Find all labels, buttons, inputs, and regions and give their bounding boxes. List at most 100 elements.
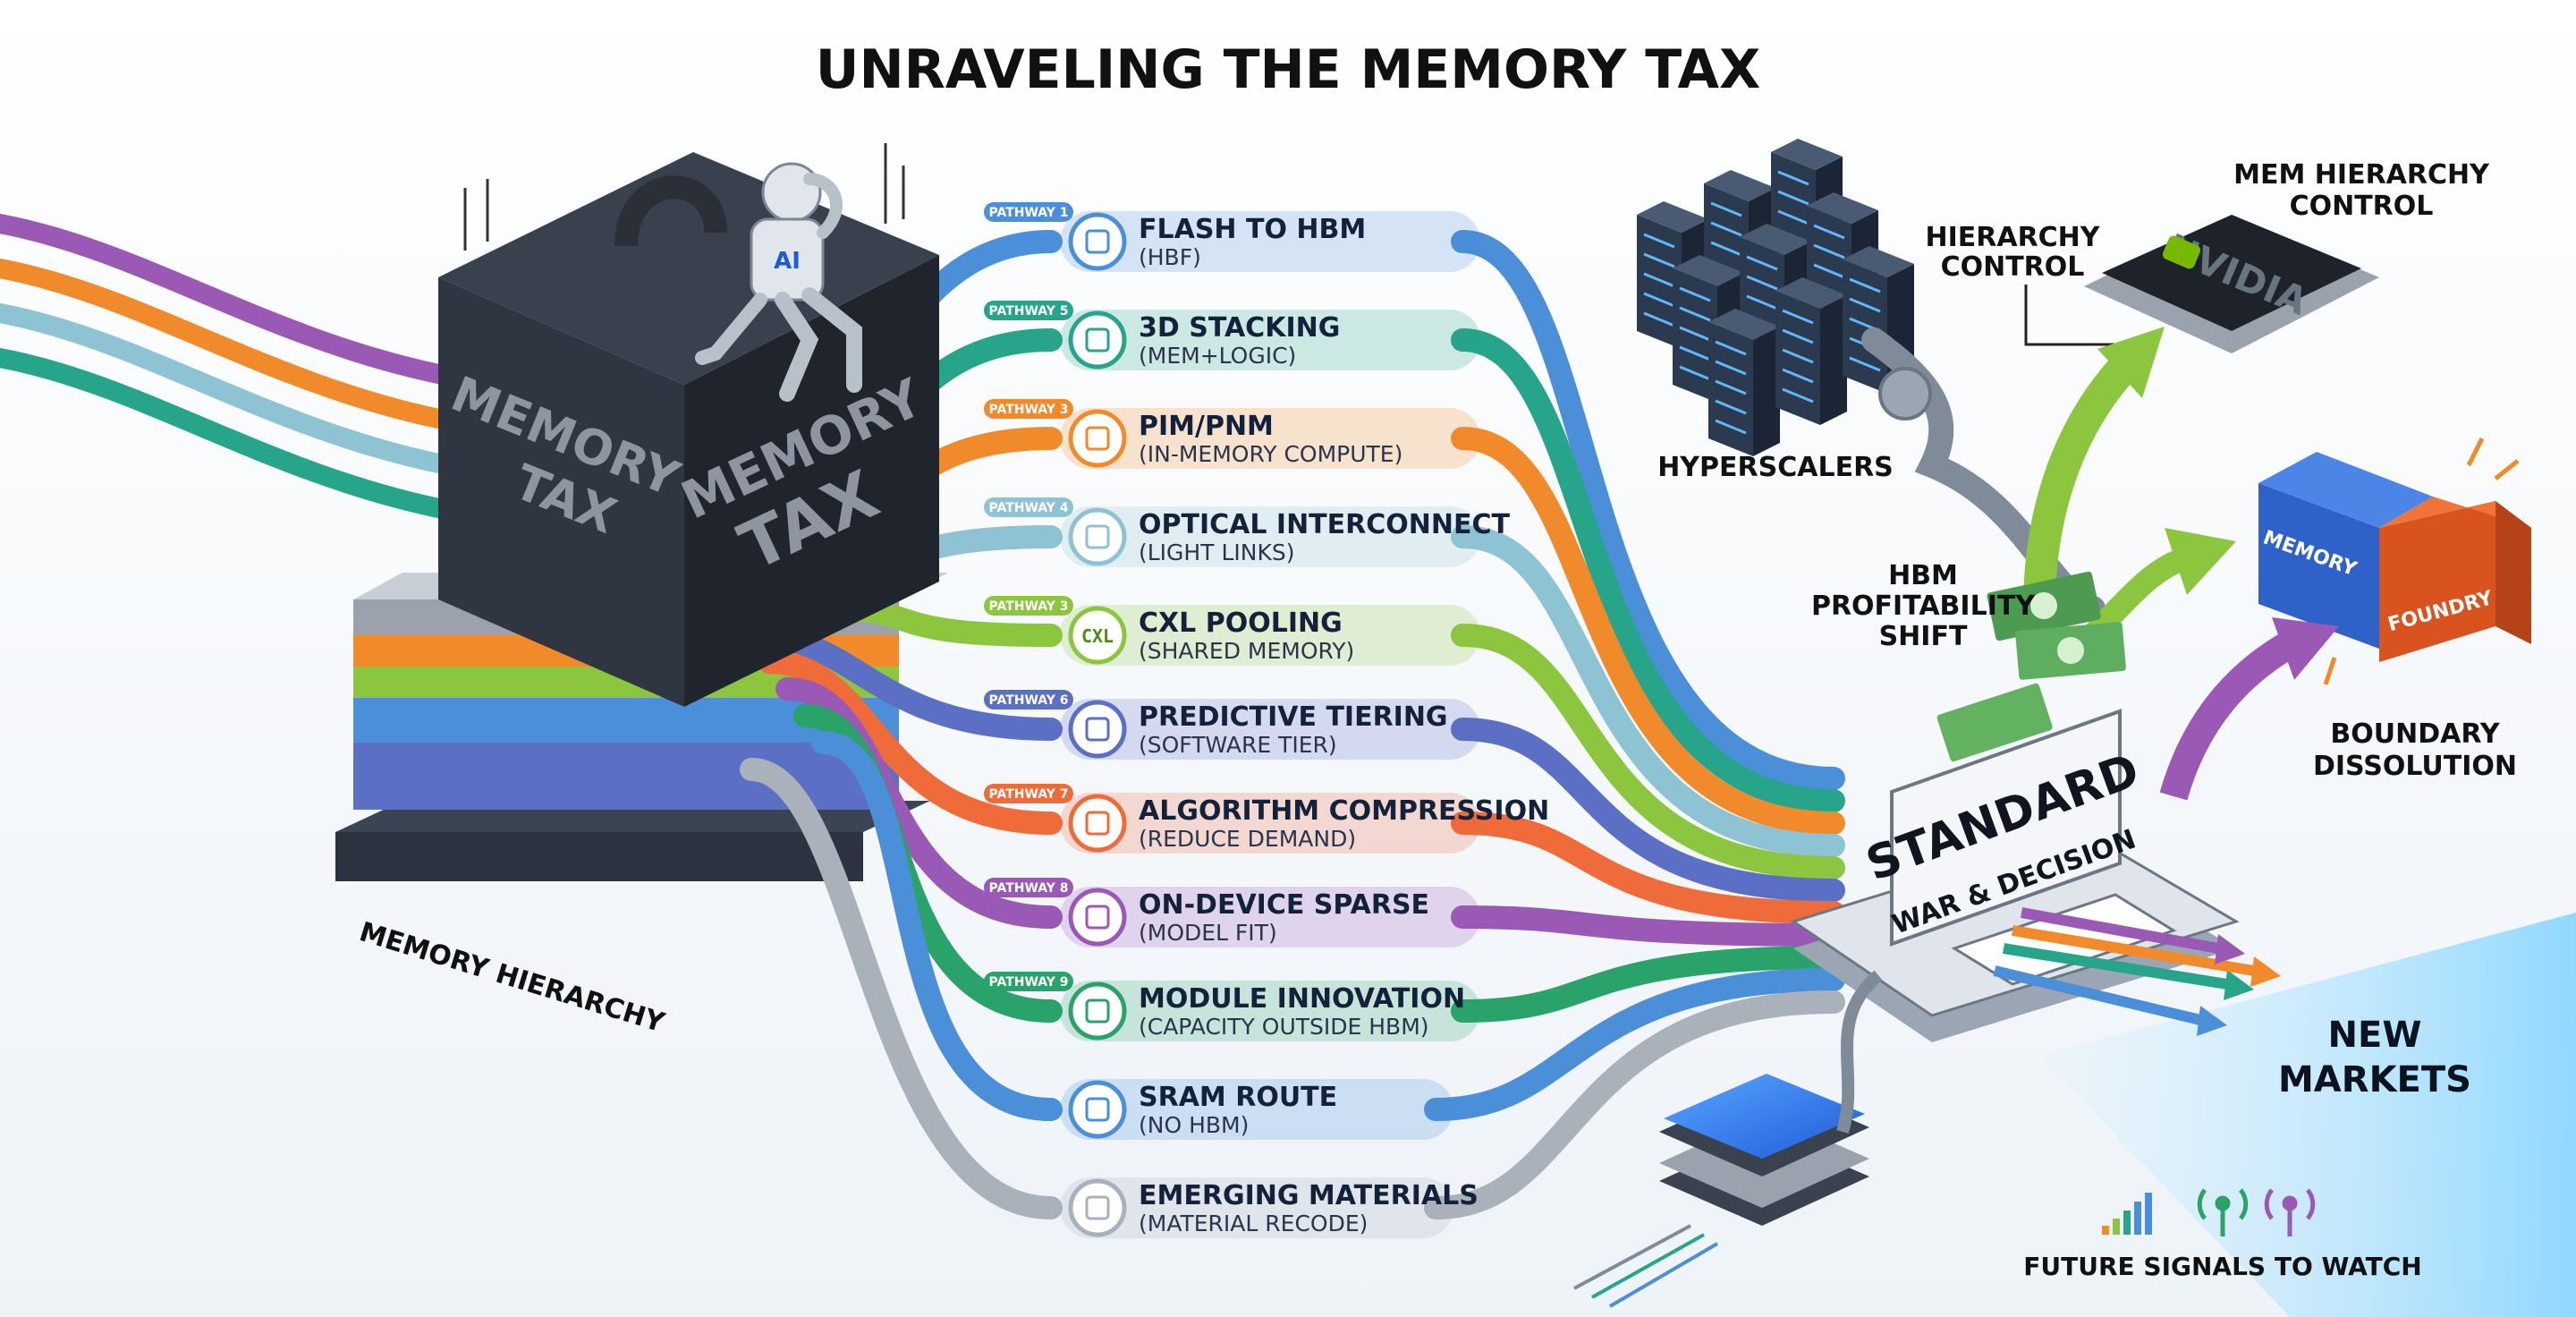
pathway-title: FLASH TO HBM [1139, 214, 1366, 245]
purple-antenna-icon [2264, 1188, 2316, 1236]
layers-icon [1068, 310, 1127, 370]
pathway-curve-in [811, 731, 1063, 1121]
pathway-curve-out [1451, 718, 1845, 902]
cube-front-face [438, 277, 684, 707]
lightning-icon [1068, 212, 1127, 271]
pathway-band [1060, 310, 1480, 370]
icon-glyph [1085, 327, 1110, 353]
pathway-curve-in [740, 758, 1063, 1219]
pathway-tag: PATHWAY 4 [988, 501, 1068, 515]
pathway-subtitle: (NO HBM) [1139, 1112, 1249, 1138]
chip-icon [1068, 888, 1127, 947]
chip-icon [1068, 409, 1127, 468]
pathway-tag: PATHWAY 5 [988, 304, 1068, 319]
memory-foundry-puzzle: MEMORY FOUNDRY [2258, 437, 2531, 685]
spark [2494, 459, 2520, 480]
money-note [1936, 683, 2053, 762]
hierarchy-control-line2: CONTROL [1941, 251, 2085, 283]
pathway-curve-out [1424, 968, 1845, 1121]
output-arrow [2020, 907, 2220, 954]
icon-glyph [1085, 1195, 1110, 1220]
pathway-tag-bg [984, 399, 1073, 419]
stream-purple [0, 214, 457, 386]
pathway-tag: PATHWAY 3 [988, 403, 1068, 417]
pathway-tag-bg [984, 784, 1073, 803]
purple-arrow [2159, 632, 2298, 801]
robot-arm [695, 293, 767, 365]
stream-teal [0, 348, 457, 520]
new-markets-line1: NEW [2328, 1015, 2422, 1056]
money-stack [1936, 571, 2126, 762]
icon-glyph [1085, 811, 1110, 836]
module-icon [1068, 981, 1127, 1041]
pathway-tag: PATHWAY 7 [988, 787, 1068, 802]
pathway-tag-bg [984, 596, 1073, 616]
pathway-band [1060, 506, 1480, 567]
pathway-curve-out [1424, 990, 1845, 1219]
pathway-curve-out [1451, 905, 1845, 947]
puzzle-foundry-front [2379, 501, 2496, 662]
icon-glyph [1085, 1097, 1110, 1122]
pathway-subtitle: (HBF) [1139, 244, 1201, 270]
hbm-shift-line1: HBM [1888, 560, 1958, 591]
nvidia-eye-icon [2162, 235, 2201, 269]
mem-hierarchy-control-line1: MEM HIERARCHY [2233, 159, 2490, 191]
pathway-title: SRAM ROUTE [1139, 1082, 1337, 1113]
icon-glyph [1085, 229, 1110, 254]
output-arrow-head [2215, 934, 2245, 964]
stream-lightblue [0, 303, 457, 475]
standard-plaque [1890, 709, 2122, 947]
fiber-icon [1068, 507, 1127, 566]
pathway-band [1060, 605, 1480, 666]
pathway-tag-bg [984, 972, 1073, 991]
pathway-subtitle: (MEM+LOGIC) [1139, 343, 1296, 369]
pathway-subtitle: (MODEL FIT) [1139, 920, 1277, 946]
pathway-curve-out [1451, 624, 1845, 879]
pathway-tag-bg [984, 497, 1073, 517]
pathway-tag-bg [984, 202, 1073, 222]
signal-bars-icon [2102, 1193, 2152, 1235]
sram-icon [1068, 1080, 1127, 1139]
pathway-curve-out [1451, 946, 1845, 1023]
stack-layer-green [353, 667, 899, 698]
mem-hierarchy-control-line2: CONTROL [2290, 191, 2434, 222]
pathway-curve-out [1451, 230, 1845, 790]
robot-arm [803, 173, 843, 239]
gauge-icon [1068, 700, 1127, 759]
new-markets-beam [2039, 913, 2576, 1317]
icon-glyph [1085, 717, 1110, 742]
future-signals-label: FUTURE SIGNALS TO WATCH [2023, 1252, 2421, 1281]
robot-leg [801, 287, 862, 393]
pathway-band [1060, 408, 1480, 469]
pathway-tag: PATHWAY 9 [988, 975, 1068, 990]
pathway-item: EMERGING MATERIALS(MATERIAL RECODE) [1060, 1177, 1479, 1238]
chip-top [1664, 1074, 1865, 1159]
green-arrow-up [2023, 355, 2137, 609]
output-arrow-head [2250, 956, 2281, 987]
pathway-title: PIM/PNM [1139, 411, 1274, 442]
server-rack-icon [1708, 309, 1780, 456]
pathway-item: PATHWAY 53D STACKING(MEM+LOGIC) [984, 301, 1480, 370]
wire [1608, 1242, 1719, 1308]
pathway-band [1060, 1177, 1453, 1238]
stream-orange [0, 259, 457, 430]
green-antenna-icon [2197, 1188, 2249, 1236]
pathway-band [1060, 1079, 1453, 1140]
arm-joint [1878, 367, 1932, 421]
output-arrow [1993, 965, 2202, 1025]
puzzle-memory-top [2258, 452, 2433, 528]
incoming-streams [0, 214, 457, 520]
purple-arrow-head [2272, 617, 2339, 680]
pathway-title: ALGORITHM COMPRESSION [1139, 795, 1549, 827]
server-rack-icon [1775, 277, 1847, 425]
green-arrow-head [2165, 528, 2236, 595]
pathway-tag-bg [984, 690, 1073, 709]
chip-cable [1836, 970, 1883, 1134]
